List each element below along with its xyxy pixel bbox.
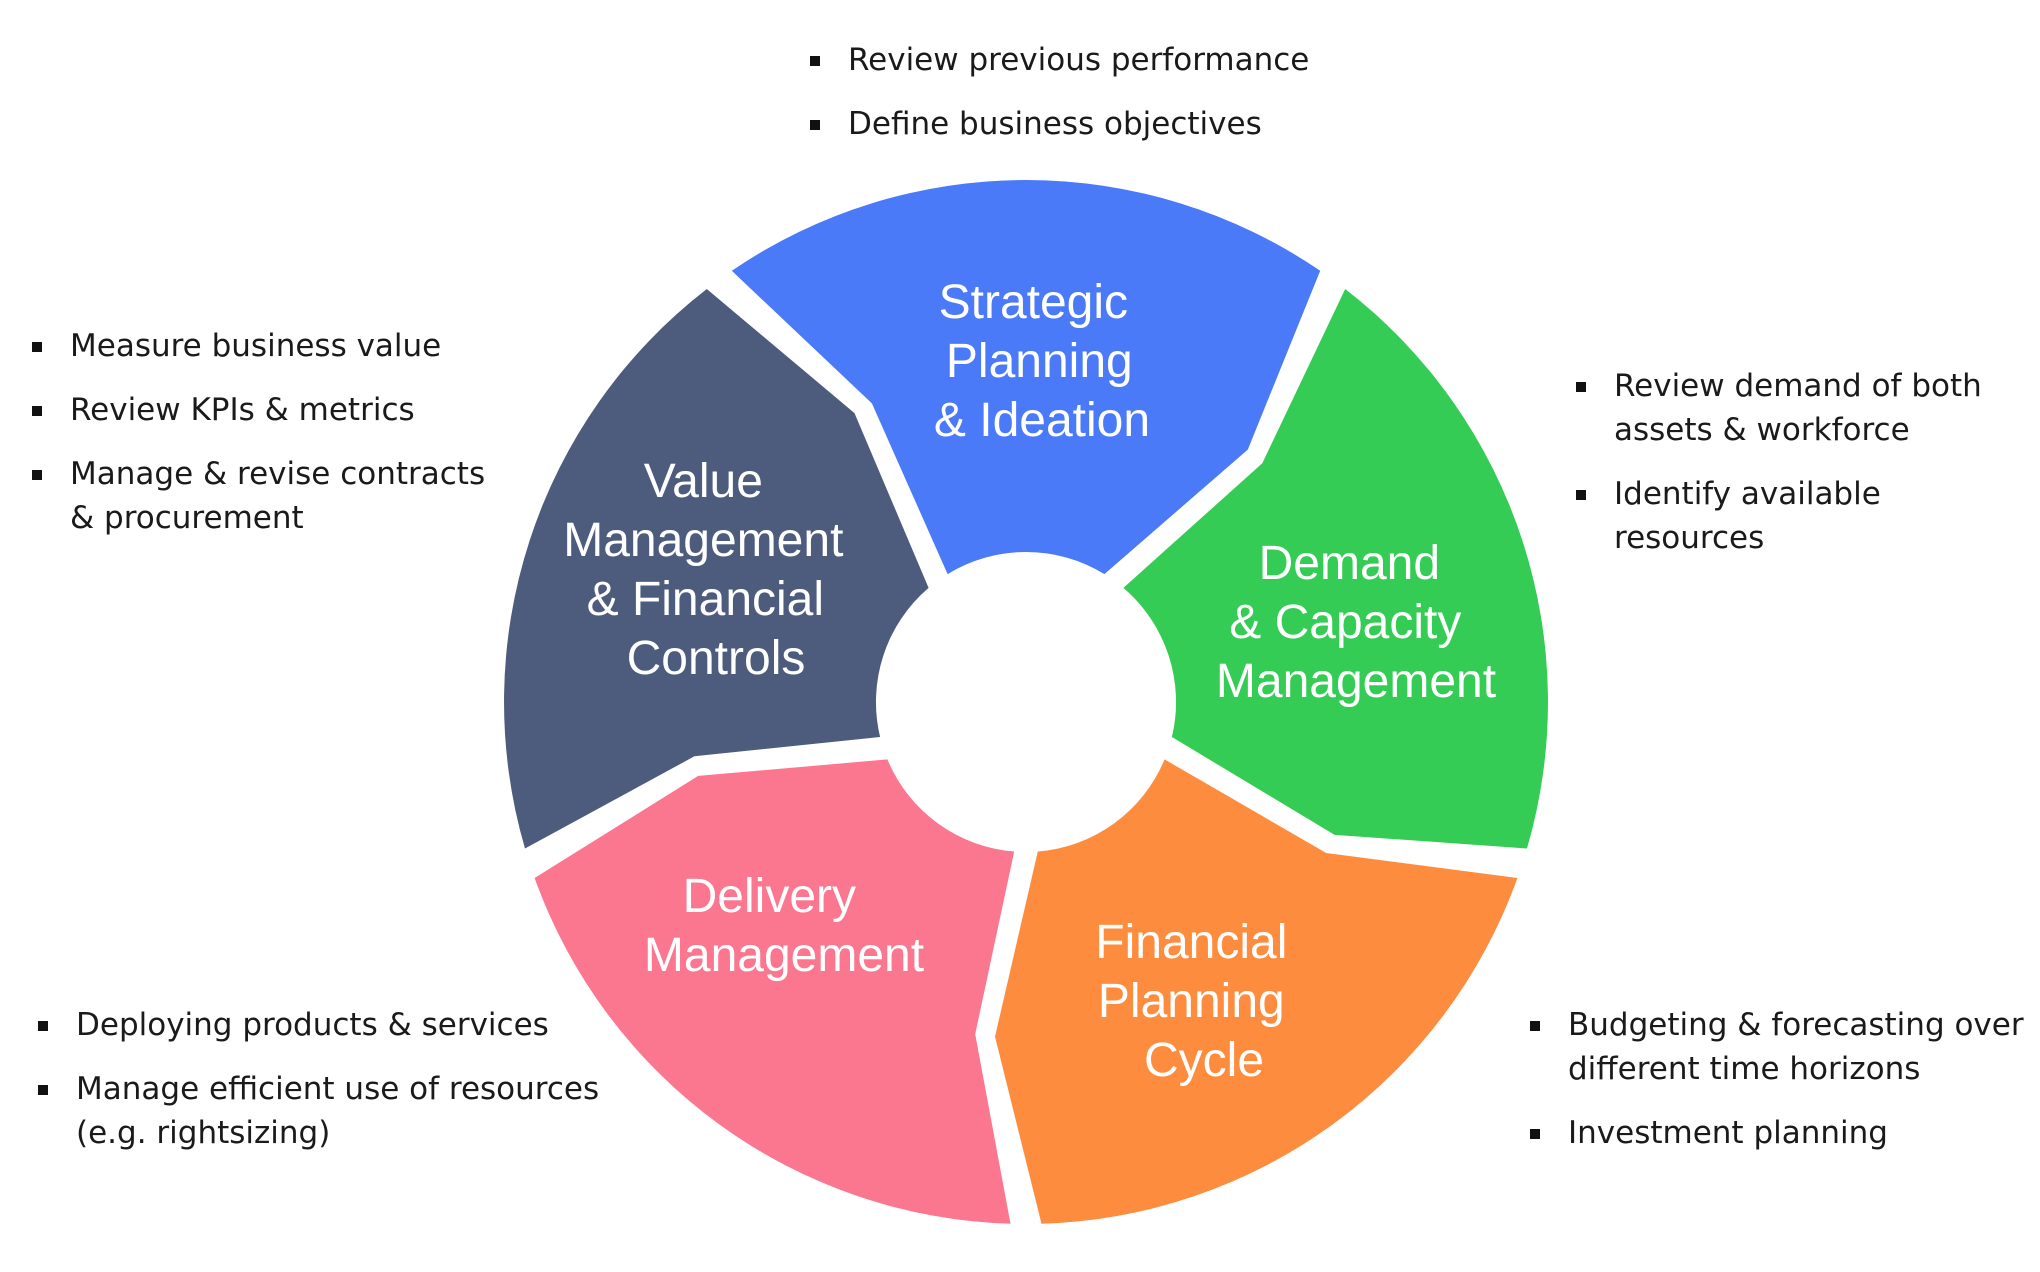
value-notes-list: Measure business value Review KPIs & met… — [30, 324, 510, 560]
value-label-line: & Financial — [587, 573, 824, 626]
value-label-line: Controls — [627, 632, 806, 685]
demand-notes-list: Review demand of both assets & workforce… — [1574, 364, 2034, 580]
list-item: Define business objectives — [808, 102, 1428, 146]
value-label-line: Value — [644, 455, 763, 508]
list-item: Manage efficient use of resources (e.g. … — [36, 1067, 616, 1155]
strategic-planning-label: Strategic Planning & Ideation — [934, 276, 1150, 447]
delivery-management-segment — [534, 759, 1015, 1224]
list-item: Manage & revise contracts & procurement — [30, 452, 510, 540]
demand-capacity-segment — [1123, 289, 1548, 849]
delivery-label-line: Management — [644, 929, 924, 982]
strategic-label-line: Planning — [946, 335, 1133, 388]
list-item: Identify available resources — [1574, 472, 2034, 560]
list-item: Review KPIs & metrics — [30, 388, 510, 432]
financial-label-line: Financial — [1095, 916, 1287, 969]
delivery-notes-list: Deploying products & services Manage eff… — [36, 1003, 616, 1175]
financial-planning-label: Financial Planning Cycle — [1095, 916, 1300, 1087]
strategic-label-line: & Ideation — [934, 394, 1150, 447]
financial-label-line: Cycle — [1144, 1034, 1264, 1087]
strategic-label-line: Strategic — [939, 276, 1128, 329]
financial-notes-list: Budgeting & forecasting over different t… — [1528, 1003, 2028, 1175]
financial-label-line: Planning — [1098, 975, 1285, 1028]
list-item: Budgeting & forecasting over different t… — [1528, 1003, 2028, 1091]
value-label-line: Management — [563, 514, 843, 567]
list-item: Review previous performance — [808, 38, 1428, 82]
financial-planning-segment — [995, 759, 1518, 1224]
list-item: Review demand of both assets & workforce — [1574, 364, 2034, 452]
delivery-label-line: Delivery — [683, 870, 856, 923]
value-management-label: Value Management & Financial Controls — [563, 455, 857, 685]
strategic-notes-list: Review previous performance Define busin… — [808, 38, 1428, 166]
list-item: Measure business value — [30, 324, 510, 368]
list-item: Investment planning — [1528, 1111, 2028, 1155]
demand-label-line: Demand — [1259, 537, 1440, 590]
list-item: Deploying products & services — [36, 1003, 616, 1047]
value-management-segment — [504, 289, 929, 849]
demand-label-line: Management — [1216, 655, 1496, 708]
delivery-management-label: Delivery Management — [644, 870, 924, 982]
demand-capacity-label: Demand & Capacity Management — [1216, 537, 1496, 708]
strategic-planning-segment — [731, 179, 1321, 575]
demand-label-line: & Capacity — [1229, 596, 1461, 649]
